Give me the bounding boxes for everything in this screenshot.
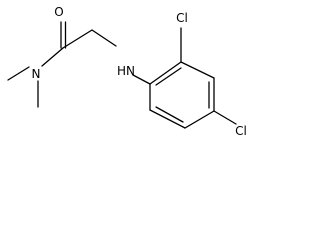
ring-inner-double-3: [155, 106, 184, 123]
nh-to-ring-bond: [132, 74, 151, 85]
carbonyl-to-ch2-bond: [62, 29, 93, 49]
benzene-ring: [149, 61, 215, 129]
atom-labels: O N HN Cl Cl: [32, 5, 247, 138]
ring-inner-double-1: [155, 67, 182, 86]
amide-n-methyl-left-bond: [7, 66, 30, 81]
ring-bond-5: [149, 109, 186, 129]
ring-bond-4: [184, 110, 215, 129]
amide-bonds: [7, 21, 151, 108]
chlorine-top-label: Cl: [176, 11, 188, 25]
chlorine-bottom-label: Cl: [235, 124, 247, 138]
amine-nh-label: HN: [117, 64, 135, 78]
chlorine-bonds: [180, 27, 237, 125]
ring-to-cl-bottom-bond: [213, 110, 237, 125]
ring-bond-1: [149, 61, 182, 85]
ring-bond-2: [180, 61, 215, 79]
ch2-to-nh-bond: [91, 29, 117, 47]
chemical-structure-diagram: O N HN Cl Cl: [7, 5, 247, 138]
amide-nitrogen-label: N: [32, 67, 41, 81]
carbonyl-to-amide-n-bond: [41, 47, 64, 67]
carbonyl-oxygen-label: O: [54, 5, 63, 19]
